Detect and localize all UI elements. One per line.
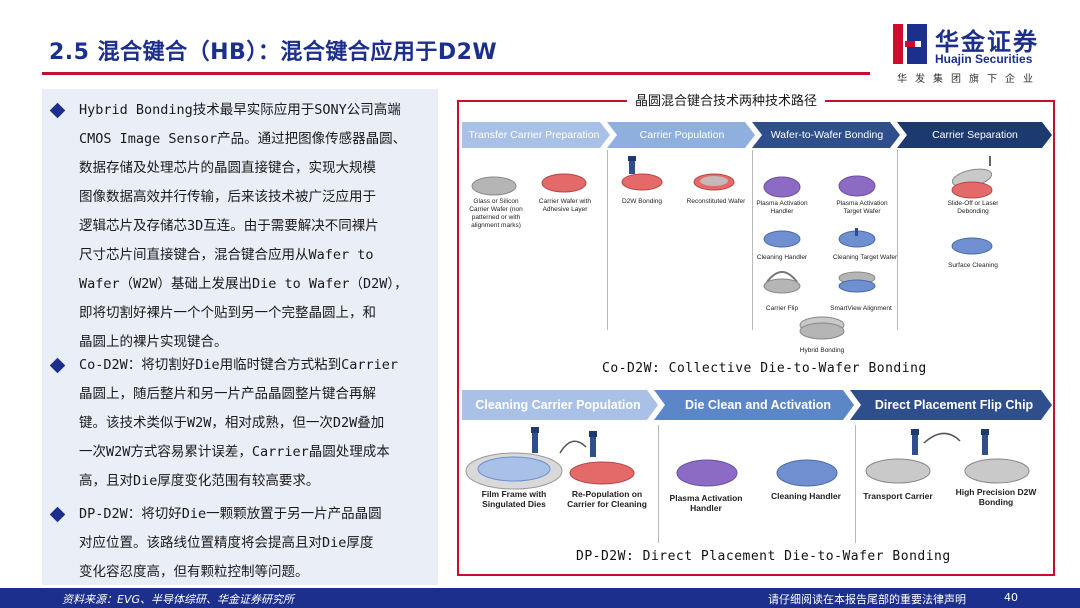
step-carrier-population: Carrier Population: [639, 129, 725, 141]
bullet-line: 尺寸芯片间直接键合，混合键合应用从Wafer to: [79, 247, 374, 263]
logo-mark-icon: [893, 24, 927, 64]
bullet-dp-d2w: DP-D2W：将切好Die一颗颗放置于另一片产品晶圆 对应位置。该路线位置精度将…: [42, 500, 438, 587]
title-divider: [42, 72, 870, 75]
caption-adhesive-carrier: Carrier Wafer with Adhesive Layer: [538, 198, 592, 213]
caption-glass-carrier: Glass or Silicon Carrier Wafer (non patt…: [469, 198, 523, 229]
caption-repopulation: Re-Population on Carrier for Cleaning: [567, 489, 647, 509]
caption-plasma-handler: Plasma Activation Handler: [756, 200, 808, 215]
column-divider: [855, 425, 856, 543]
bullet-line: 数据存储及处理芯片的晶圆直接键合，实现大规模: [79, 160, 376, 176]
dp-d2w-chevrons: [462, 390, 1052, 420]
caption-carrier-flip: Carrier Flip: [765, 305, 799, 312]
caption-slide-off-debonding: Slide-Off or Laser Debonding: [947, 200, 999, 215]
bullet-line: CMOS Image Sensor产品。通过把图像传感器晶圆、: [79, 131, 407, 147]
bullet-line: 变化容忍度高，但有颗粒控制等问题。: [79, 564, 309, 580]
bullet-co-d2w: Co-D2W：将切割好Die用临时键合方式粘到Carrier 晶圆上，随后整片和…: [42, 351, 438, 496]
bullet-line: 图像数据高效并行传输，后来该技术被广泛应用于: [79, 189, 376, 205]
caption-dp-cleaning-handler: Cleaning Handler: [771, 491, 841, 501]
footer-source: 资料来源：EVG、半导体综研、华金证券研究所: [62, 593, 294, 606]
co-d2w-illustrations: [471, 156, 993, 340]
dp-d2w-illustrations: [465, 427, 1030, 490]
bullet-diamond-icon: [49, 506, 66, 523]
caption-cleaning-target: Cleaning Target Wafer: [832, 254, 898, 261]
footer-bar: 资料来源：EVG、半导体综研、华金证券研究所 请仔细阅读在本报告尾部的重要法律声…: [0, 588, 1080, 608]
caption-dp-plasma-handler: Plasma Activation Handler: [669, 493, 743, 513]
text-panel: Hybrid Bonding技术最早实际应用于SONY公司高端 CMOS Ima…: [42, 89, 438, 585]
step-transfer-carrier-preparation: Transfer Carrier Preparation: [468, 129, 600, 141]
column-divider: [897, 150, 898, 330]
bullet-diamond-icon: [49, 102, 66, 119]
bullet-line: DP-D2W：将切好Die一颗颗放置于另一片产品晶圆: [79, 506, 382, 522]
co-d2w-chevrons: [462, 122, 1052, 148]
step-wafer-to-wafer-bonding: Wafer-to-Wafer Bonding: [770, 129, 884, 141]
bullet-diamond-icon: [49, 357, 66, 374]
bullet-line: 晶圆上的裸片实现键合。: [79, 334, 228, 350]
step-die-clean-activation: Die Clean and Activation: [684, 398, 832, 412]
column-divider: [658, 425, 659, 543]
caption-film-frame: Film Frame with Singulated Dies: [481, 489, 547, 509]
caption-d2w-bonding: D2W Bonding: [621, 198, 663, 205]
bullet-line: Wafer（W2W）基础上发展出Die to Wafer（D2W），: [79, 276, 408, 292]
caption-cleaning-handler: Cleaning Handler: [756, 254, 808, 261]
caption-transport-carrier: Transport Carrier: [863, 491, 933, 501]
page-title: 2.5 混合键合（HB）：混合键合应用于D2W: [49, 40, 498, 65]
caption-smartview-alignment: SmartView Alignment: [830, 305, 892, 312]
bullet-line: 一次W2W方式容易累计误差，Carrier晶圆处理成本: [79, 444, 390, 460]
step-direct-placement-flip-chip: Direct Placement Flip Chip: [874, 398, 1034, 412]
bullet-line: 晶圆上，随后整片和另一片产品晶圆整片键合再解: [79, 386, 376, 402]
brand-logo: 华金证券 Huajin Securities 华发集团旗下企业: [893, 22, 1063, 85]
logo-slogan: 华发集团旗下企业: [897, 74, 1041, 85]
bullet-hybrid-bonding: Hybrid Bonding技术最早实际应用于SONY公司高端 CMOS Ima…: [42, 96, 438, 357]
step-carrier-separation: Carrier Separation: [932, 129, 1018, 141]
caption-reconstituted-wafer: Reconstituted Wafer: [686, 198, 746, 205]
caption-high-precision-bonding: High Precision D2W Bonding: [955, 487, 1037, 507]
page-number: 40: [1004, 591, 1018, 604]
caption-plasma-target: Plasma Activation Target Wafer: [836, 200, 888, 215]
co-d2w-label: Co-D2W: Collective Die-to-Wafer Bonding: [602, 361, 927, 376]
figure-title: 晶圆混合键合技术两种技术路径: [627, 90, 826, 109]
step-cleaning-carrier-population: Cleaning Carrier Population: [475, 398, 641, 412]
column-divider: [752, 150, 753, 330]
caption-surface-cleaning: Surface Cleaning: [948, 262, 998, 269]
caption-hybrid-bonding: Hybrid Bonding: [799, 347, 845, 354]
bullet-line: 即将切割好裸片一个个贴到另一个完整晶圆上，和: [79, 305, 376, 321]
column-divider: [607, 150, 608, 330]
bullet-line: 逻辑芯片及存储芯3D互连。由于需要解决不同裸片: [79, 218, 379, 234]
bullet-line: 高，且对Die厚度变化范围有较高要求。: [79, 473, 320, 489]
dp-d2w-label: DP-D2W: Direct Placement Die-to-Wafer Bo…: [576, 549, 951, 564]
logo-name: 华金证券: [935, 28, 1039, 56]
footer-disclaimer-link[interactable]: 请仔细阅读在本报告尾部的重要法律声明: [768, 593, 966, 606]
bullet-line: Hybrid Bonding技术最早实际应用于SONY公司高端: [79, 102, 401, 118]
bullet-line: Co-D2W：将切割好Die用临时键合方式粘到Carrier: [79, 357, 399, 373]
bullet-line: 对应位置。该路线位置精度将会提高且对Die厚度: [79, 535, 374, 551]
logo-english-name: Huajin Securities: [935, 52, 1033, 66]
bullet-line: 键。该技术类似于W2W，相对成熟，但一次D2W叠加: [79, 415, 385, 431]
